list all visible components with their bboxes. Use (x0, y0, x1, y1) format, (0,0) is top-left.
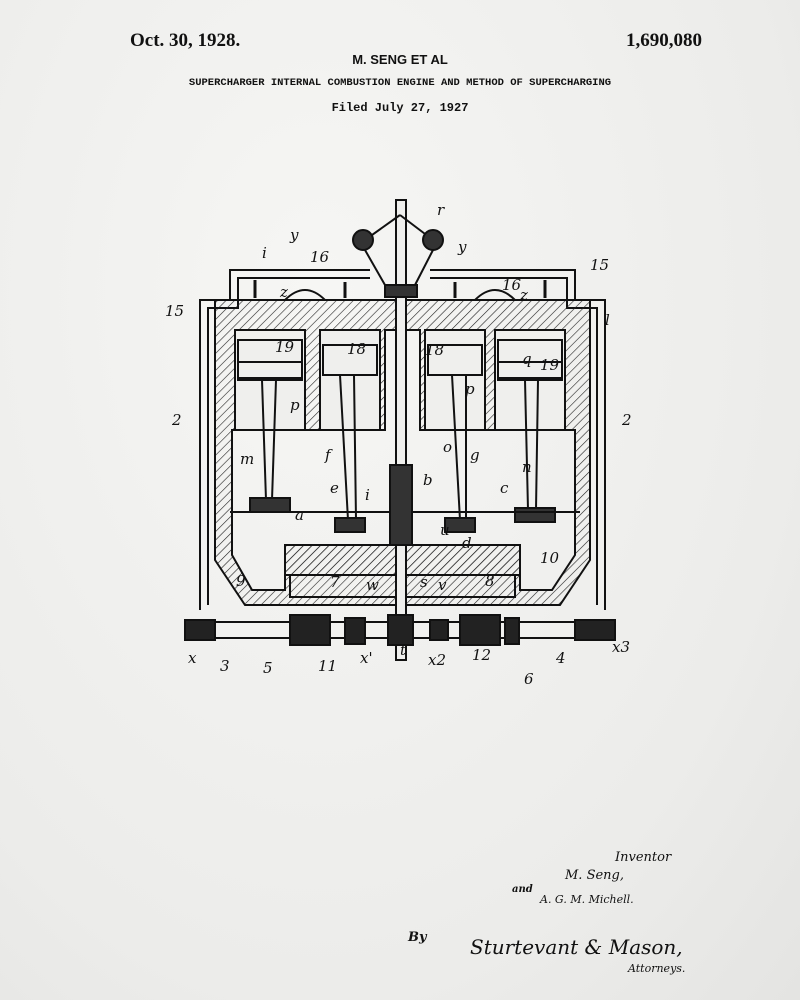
reference-label: 8 (485, 572, 495, 590)
reference-label: 2 (621, 411, 632, 429)
reference-label: 18 (425, 341, 444, 359)
inventor-heading: Inventor (615, 850, 672, 865)
reference-label: x3 (612, 638, 630, 656)
piston-4 (497, 339, 563, 381)
reference-label: l (605, 311, 610, 329)
reference-label: 12 (472, 646, 491, 664)
patent-date: Oct. 30, 1928. (130, 30, 241, 51)
reference-label: z (279, 283, 288, 301)
reference-label: 18 (347, 340, 366, 358)
reference-label: x' (360, 649, 373, 667)
reference-label: u (440, 521, 450, 539)
reference-label: q (522, 350, 532, 368)
reference-label: v (438, 576, 447, 594)
by-text: By (408, 930, 427, 945)
reference-label: w (366, 576, 379, 594)
reference-label: p (290, 396, 300, 414)
reference-label: a (295, 506, 304, 524)
reference-label: 11 (318, 657, 337, 675)
reference-label: 19 (275, 338, 295, 356)
reference-label: t (400, 641, 407, 659)
reference-label: c (500, 479, 509, 497)
reference-label: i (365, 486, 370, 504)
filed-date: Filed July 27, 1927 (331, 101, 469, 115)
patent-title: SUPERCHARGER INTERNAL COMBUSTION ENGINE … (188, 77, 612, 89)
piston-1 (237, 339, 303, 381)
attorney-signature: Sturtevant & Mason, (470, 935, 683, 959)
reference-label: 16 (310, 248, 330, 266)
reference-label: 2 (171, 411, 182, 429)
reference-label: r (437, 201, 445, 219)
governor-ball-left (352, 229, 374, 251)
inventor-1: M. Seng, (565, 868, 625, 883)
piston-2 (322, 344, 378, 376)
reference-label: 15 (590, 256, 609, 274)
reference-label: m (240, 450, 254, 468)
reference-label: 19 (540, 356, 560, 374)
attorneys-text: Attorneys. (628, 962, 686, 975)
reference-label: 6 (524, 670, 534, 688)
inventor-2: A. G. M. Michell. (540, 893, 634, 906)
reference-label: i (262, 244, 267, 262)
and-text: and (512, 884, 533, 895)
piston-3 (427, 344, 483, 376)
reference-label: z (519, 286, 528, 304)
reference-label: 4 (555, 649, 566, 667)
reference-label: n (522, 458, 532, 476)
reference-label: f (324, 446, 333, 464)
reference-label: 3 (220, 657, 230, 675)
governor-ball-right (422, 229, 444, 251)
reference-label: e (330, 479, 339, 497)
reference-label: 15 (165, 302, 184, 320)
inventors-heading: M. SENG ET AL (352, 52, 448, 67)
reference-label: p (465, 380, 475, 398)
reference-label: b (423, 471, 433, 489)
reference-label: s (420, 573, 428, 591)
reference-label: 5 (263, 659, 273, 677)
reference-label: d (462, 534, 472, 552)
reference-label: 10 (540, 549, 560, 567)
cylinder-2 (319, 329, 381, 431)
reference-label: g (470, 446, 480, 464)
reference-label: 7 (330, 573, 340, 591)
reference-label: 9 (236, 572, 246, 590)
reference-label: y (457, 238, 467, 256)
governor-shaft (395, 199, 407, 661)
patent-number: 1,690,080 (626, 30, 702, 51)
reference-label: 16 (502, 276, 522, 294)
reference-label: y (289, 226, 299, 244)
reference-label: x2 (428, 651, 446, 669)
reference-label: x (188, 649, 197, 667)
reference-label: o (443, 438, 452, 456)
